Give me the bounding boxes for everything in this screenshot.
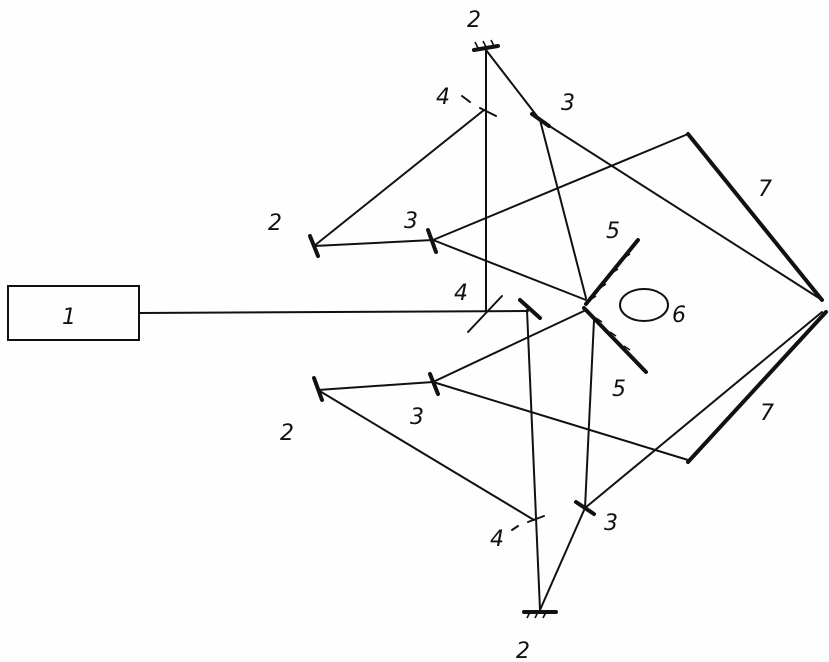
sample-ellipse	[619, 288, 669, 322]
mirror-label-bottom: 2	[516, 639, 530, 662]
lower-vertical-beam	[526, 309, 541, 611]
splitter-label-top: 4	[436, 85, 450, 110]
screen-label-lower: 7	[760, 401, 774, 426]
screen-lower	[686, 310, 828, 464]
reflector-label-upper: 5	[606, 219, 620, 244]
center-mirror	[518, 298, 542, 320]
source-label: 1	[62, 305, 76, 330]
screen-upper	[686, 132, 824, 302]
sample-label: 6	[672, 303, 686, 328]
mirror-label-left-upper: 2	[268, 211, 282, 236]
mirror-label-top: 2	[467, 8, 481, 33]
element-label-bottom-right: 3	[604, 511, 618, 536]
reflector-lower	[582, 306, 648, 374]
splitter-label-center: 4	[454, 281, 468, 306]
screen-label-upper: 7	[758, 177, 772, 202]
element-left-upper	[426, 228, 438, 254]
reflector-upper	[584, 238, 640, 306]
element-label-left-upper: 3	[404, 209, 418, 234]
splitter-bottom	[527, 515, 545, 523]
reflector-label-lower: 5	[612, 377, 626, 402]
splitter-label-bottom: 4	[490, 527, 504, 552]
element-label-left-lower: 3	[410, 405, 424, 430]
main-beam	[138, 310, 529, 314]
splitter-top	[479, 107, 497, 117]
mirror-label-left-lower: 2	[280, 421, 294, 446]
element-label-top-right: 3	[561, 91, 575, 116]
top-mirror	[472, 44, 500, 52]
splitter-center	[467, 295, 503, 333]
element-left-lower	[428, 372, 440, 396]
